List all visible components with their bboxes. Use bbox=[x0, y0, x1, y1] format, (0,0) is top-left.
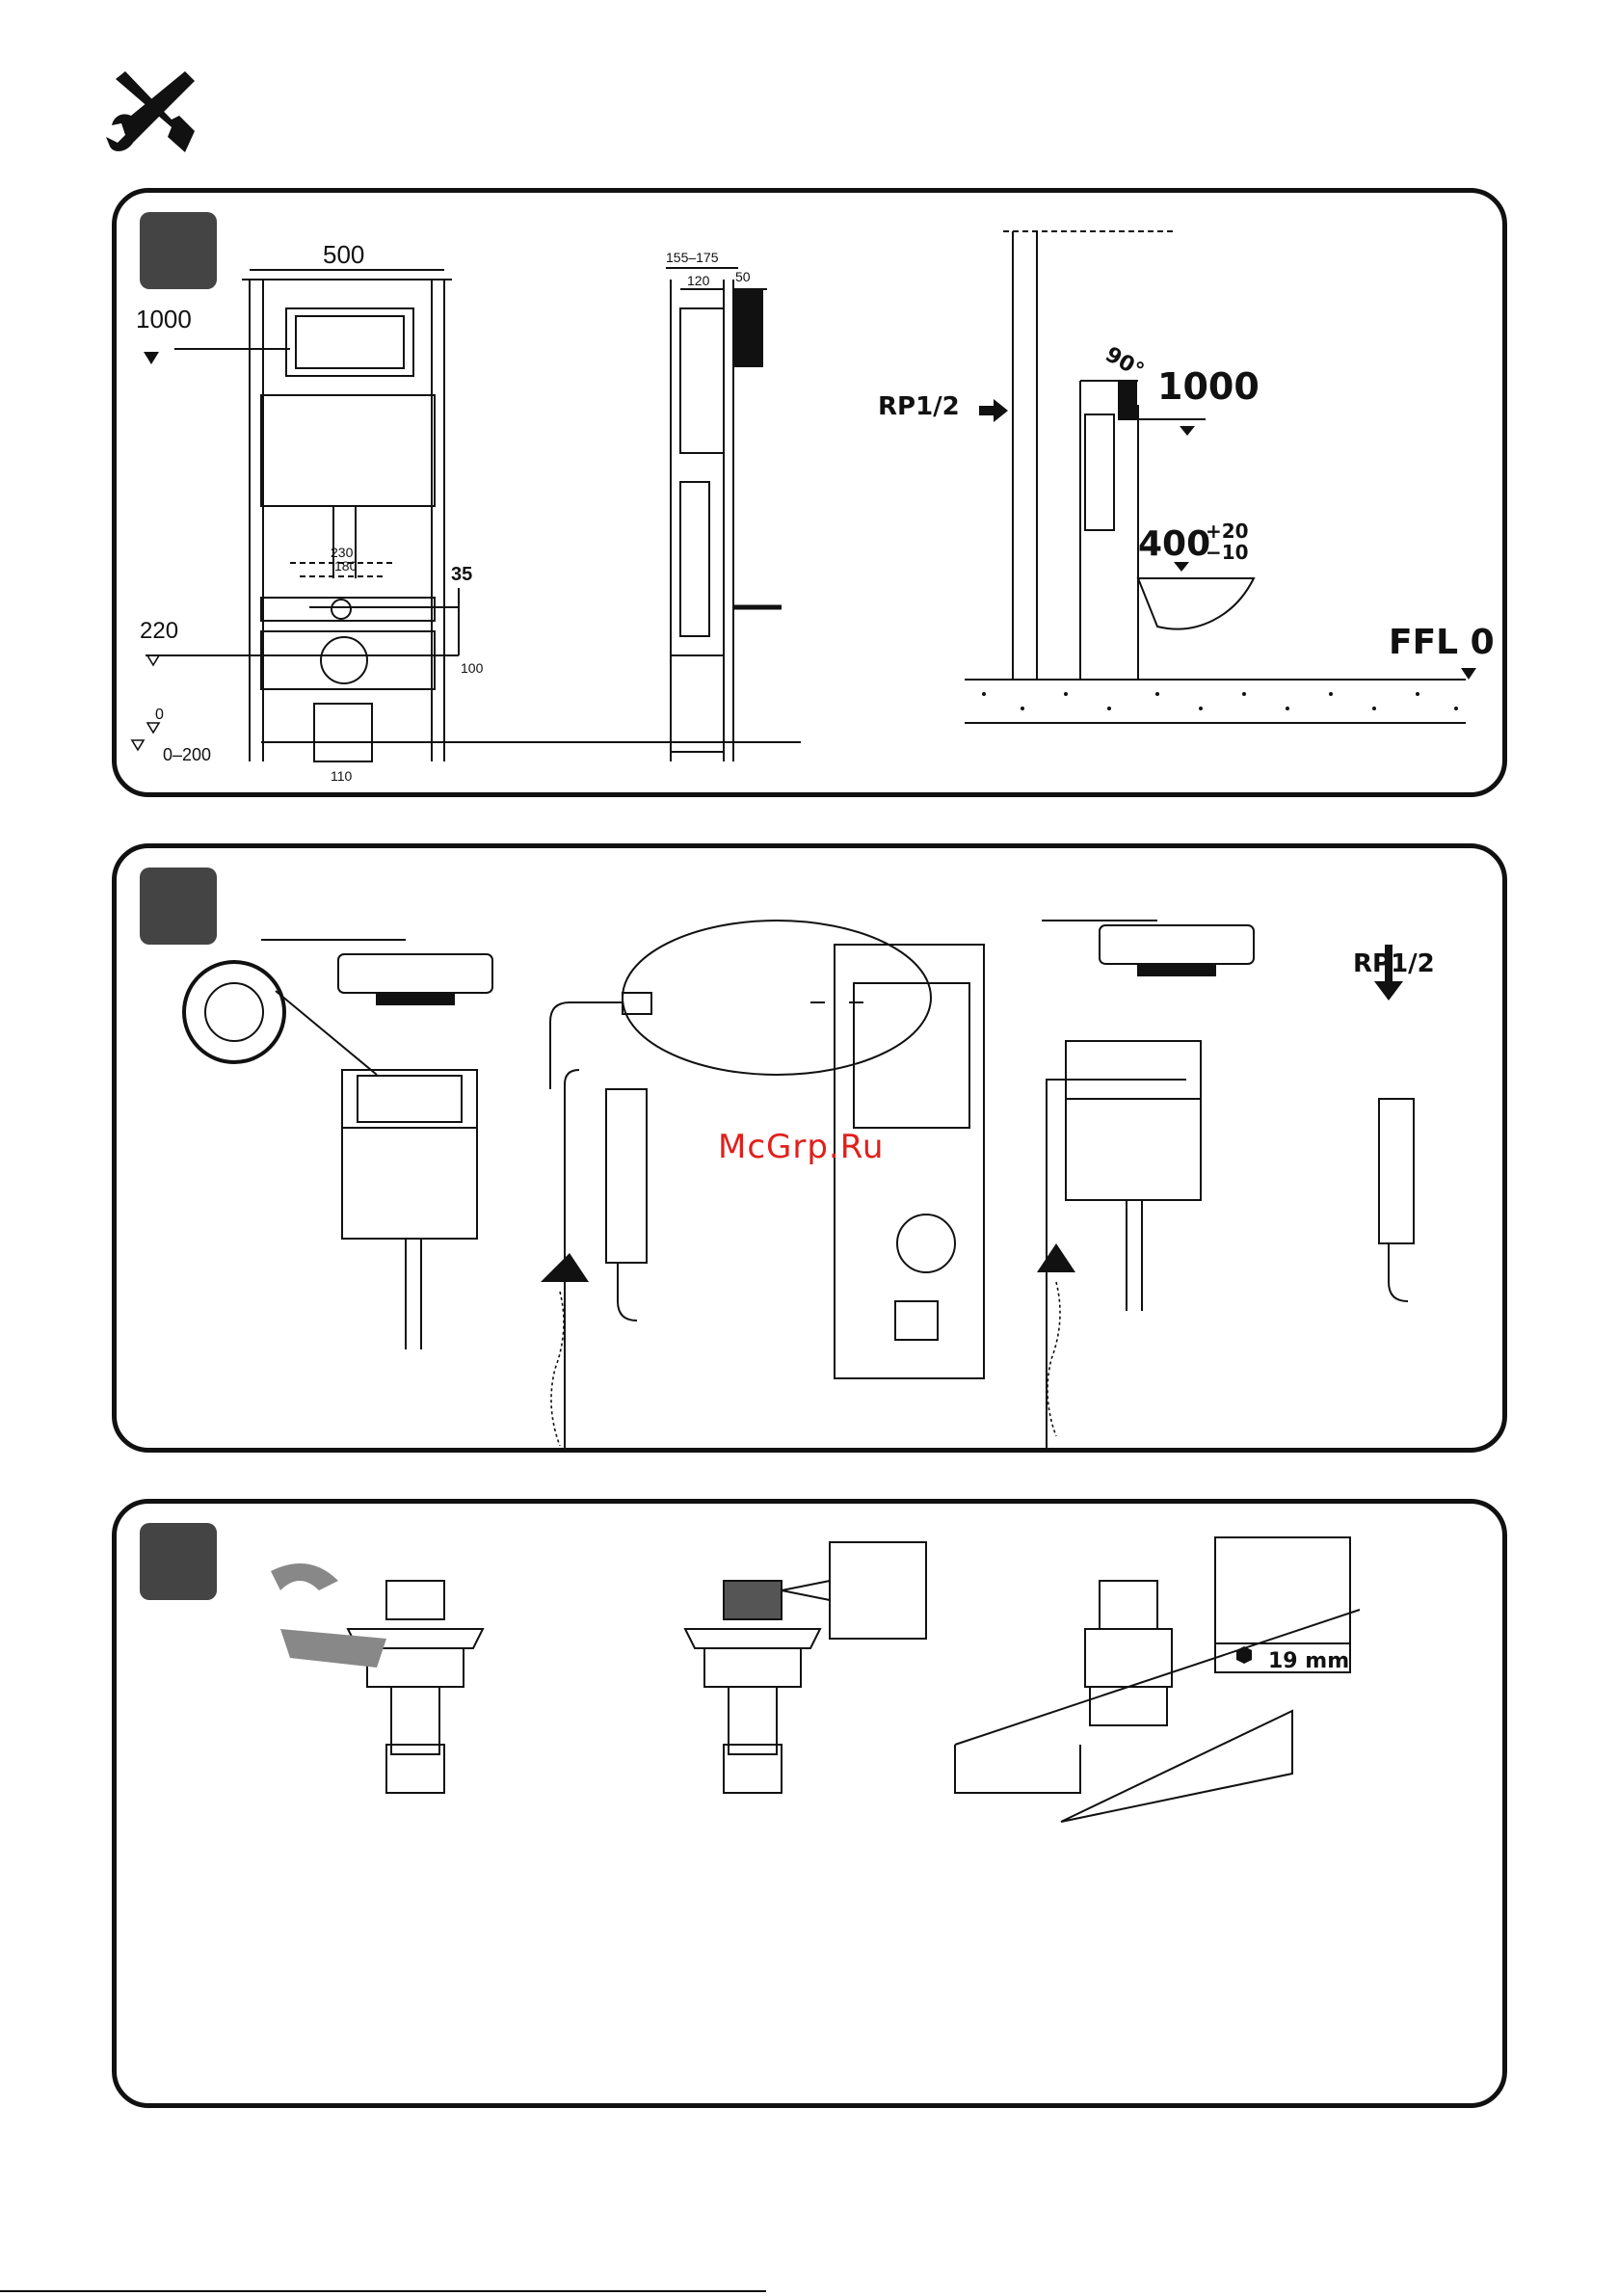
ffl-label: FFL 0 bbox=[1389, 623, 1495, 662]
dim-depth: 155–175 bbox=[666, 250, 719, 265]
supply-label-2: RP1/2 bbox=[1353, 949, 1435, 978]
fitting-drawings: 19 mm bbox=[117, 1504, 1502, 2103]
step-panel-3: 19 mm bbox=[112, 1499, 1507, 2108]
step-panel-1: 500 1000 230 180 35 220 100 0 0–200 110 … bbox=[112, 188, 1507, 797]
pan-height: 400 bbox=[1138, 524, 1210, 564]
dim-outlet-height: 220 bbox=[140, 618, 178, 644]
watermark-text: McGrp.Ru bbox=[718, 1128, 884, 1166]
dim-offset: 35 bbox=[451, 564, 472, 585]
dim-drop: 100 bbox=[461, 660, 484, 676]
tools-icon bbox=[104, 64, 200, 160]
bottom-rule bbox=[0, 2290, 766, 2292]
angle-label: 90° bbox=[1101, 342, 1149, 383]
install-height: 1000 bbox=[1157, 365, 1260, 408]
dim-width: 500 bbox=[323, 240, 364, 269]
tolerance-plus: +20 bbox=[1206, 520, 1249, 543]
dim-cistern: 50 bbox=[735, 269, 751, 284]
wrench-size-label: 19 mm bbox=[1268, 1649, 1349, 1673]
dim-adjust: 0–200 bbox=[163, 745, 211, 764]
dim-floor: 0 bbox=[155, 707, 164, 723]
dim-pipe: 110 bbox=[331, 768, 353, 784]
dim-hole-180: 180 bbox=[334, 558, 358, 574]
dim-flush-height: 1000 bbox=[136, 305, 192, 334]
dimension-drawings: 500 1000 230 180 35 220 100 0 0–200 110 … bbox=[117, 193, 1502, 792]
supply-label: RP1/2 bbox=[878, 392, 960, 421]
dim-frame: 120 bbox=[687, 273, 710, 288]
tolerance-minus: −10 bbox=[1206, 541, 1249, 564]
